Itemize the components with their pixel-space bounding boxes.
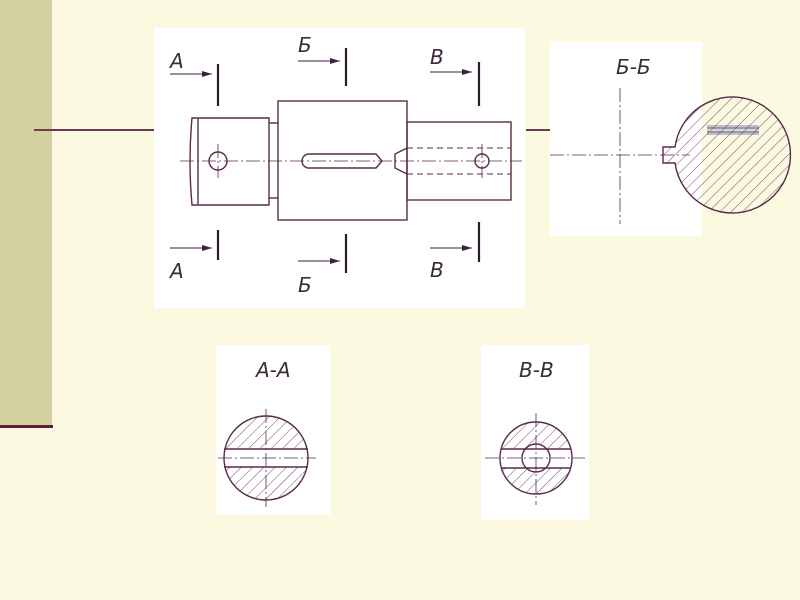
section-bb-title: Б-Б <box>616 55 651 79</box>
section-aa-panel: А-А <box>216 345 330 515</box>
left-sidebar-bar <box>0 0 52 426</box>
horizontal-rule-left <box>34 129 156 131</box>
shaft-left-segment <box>189 117 270 206</box>
shaft-middle-segment <box>277 100 408 221</box>
section-a-bottom-label: А <box>168 259 184 283</box>
shaft-drawing: А А Б Б В В <box>168 33 522 297</box>
horizontal-rule-right <box>526 129 550 131</box>
section-b-top-label: Б <box>298 33 312 57</box>
section-b-bottom-label: Б <box>298 273 312 297</box>
sidebar-bottom-edge <box>0 425 53 428</box>
section-bb-shape <box>662 96 792 214</box>
keyway-slot <box>301 153 383 169</box>
shaft-main-view-panel: А А Б Б В В <box>154 28 525 308</box>
section-aa-drawing: А-А <box>218 358 316 507</box>
section-vv-drawing: В-В <box>485 358 585 505</box>
section-bb-panel: Б-Б <box>550 42 792 236</box>
section-vv-title: В-В <box>519 358 554 382</box>
section-bb-drawing: Б-Б <box>550 55 792 224</box>
section-v-bottom-label: В <box>430 258 444 282</box>
section-aa-title: А-А <box>254 358 291 382</box>
section-a-top-label: А <box>168 49 184 73</box>
section-vv-panel: В-В <box>481 345 589 520</box>
section-v-top-label: В <box>430 45 444 69</box>
